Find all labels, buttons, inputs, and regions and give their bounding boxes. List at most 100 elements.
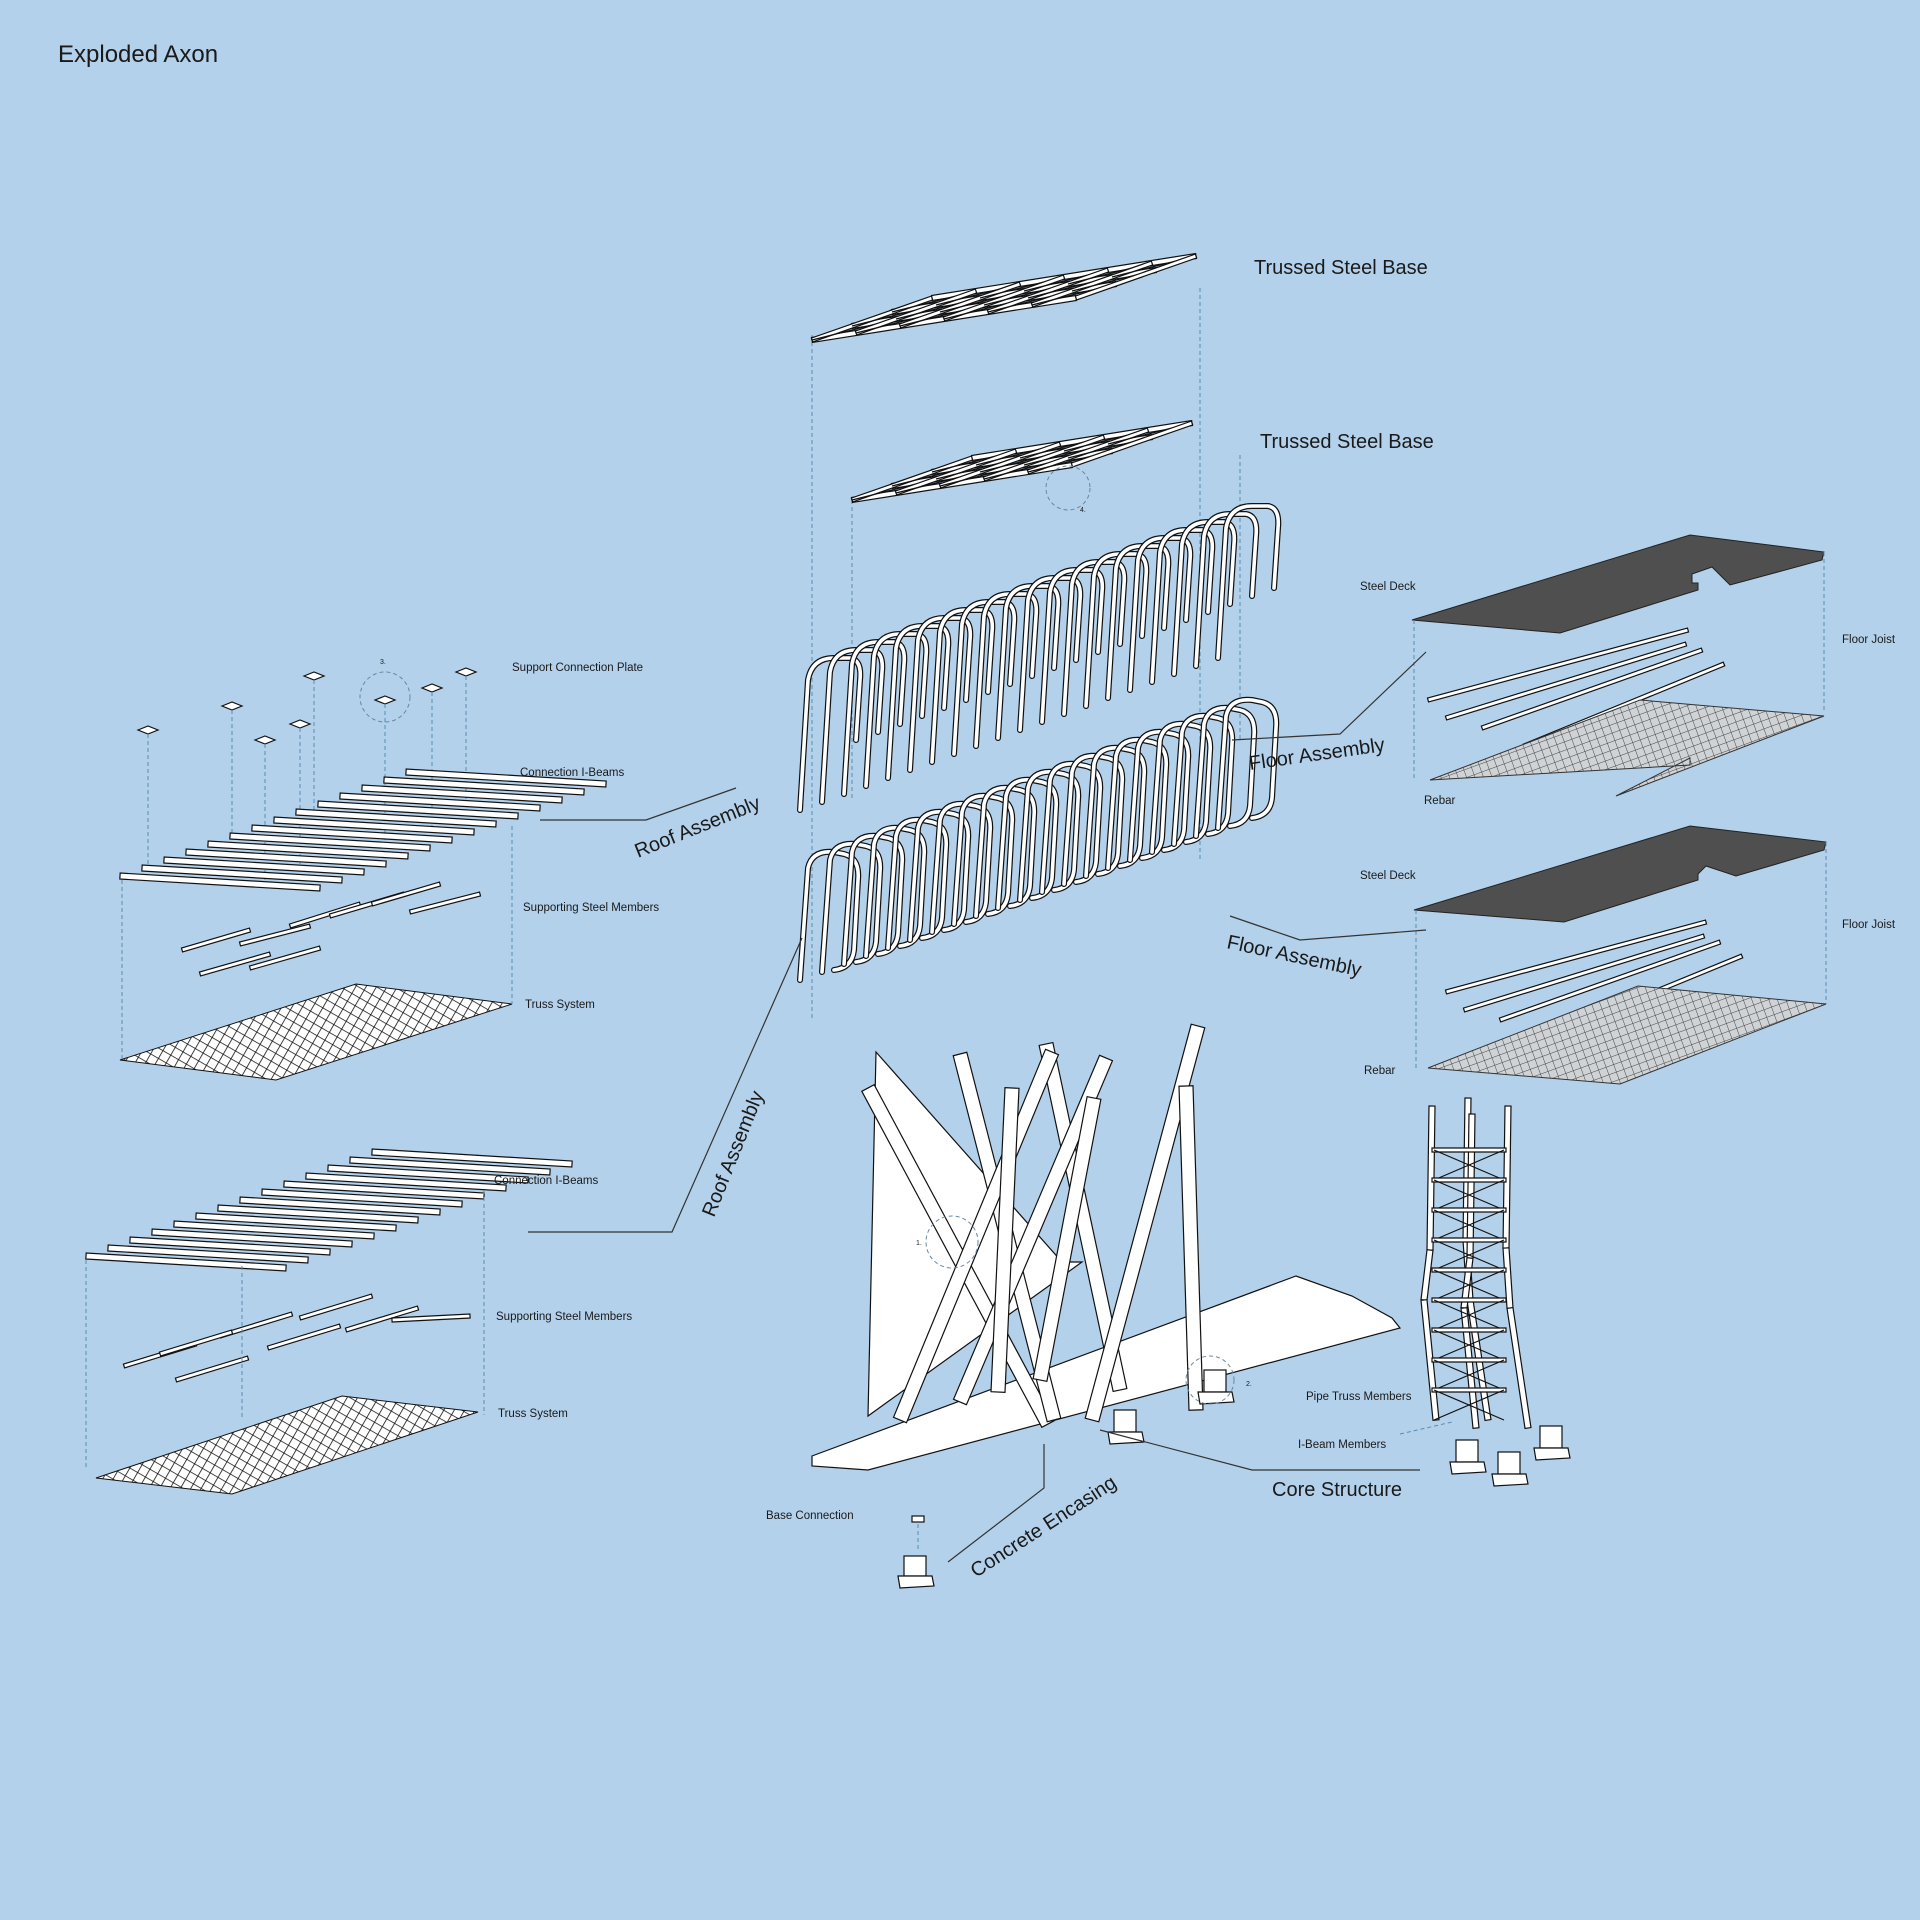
connection-i-beam-upper <box>163 856 365 876</box>
lower-shell-rib <box>864 826 927 958</box>
label-connection-i-beams-2: Connection I-Beams <box>494 1175 598 1187</box>
steel-pipe-column <box>990 1087 1020 1393</box>
footing-base-plate <box>1449 1461 1487 1475</box>
leader-floor-assembly-2 <box>1229 915 1427 941</box>
trussed-steel-base-2-member-web <box>982 434 1106 482</box>
steel-pipe-column <box>1178 1085 1204 1411</box>
label-i-beam-members: I-Beam Members <box>1298 1439 1386 1451</box>
detail-marker-3: 3. <box>380 659 386 666</box>
connection-i-beam-upper <box>119 872 321 892</box>
trussed-steel-base-2-member-web <box>1026 427 1150 475</box>
tower-cross-member <box>1431 1357 1507 1363</box>
upper-shell-rib <box>1084 552 1149 708</box>
lower-shell-rib <box>886 818 949 950</box>
label-supporting-steel-members-1: Supporting Steel Members <box>523 902 659 914</box>
connection-i-beam-lower <box>173 1220 375 1240</box>
lower-shell-rib <box>996 778 1059 910</box>
supporting-steel-member-upper <box>288 901 362 929</box>
leader-roof-assembly-1 <box>540 787 737 821</box>
connection-i-beam-upper <box>141 864 343 884</box>
column-footing <box>1497 1451 1521 1475</box>
lower-shell-rib <box>1040 762 1103 894</box>
upper-shell-rib <box>974 592 1039 748</box>
column-footing <box>1539 1425 1563 1449</box>
truss-system-grid-lower <box>95 1395 479 1495</box>
trussed-steel-base-1-member-web <box>986 267 1110 315</box>
connection-i-beam-lower <box>129 1236 331 1256</box>
label-roof-assembly-1: Roof Assembly <box>632 792 764 862</box>
connection-i-beam-lower <box>239 1196 441 1216</box>
label-supporting-steel-members-2: Supporting Steel Members <box>496 1311 632 1323</box>
lower-shell-rib <box>1018 770 1081 902</box>
tower-pipe-chord <box>1466 1113 1476 1259</box>
footing-base-plate <box>1533 1447 1571 1461</box>
label-floor-joist-1: Floor Joist <box>1842 634 1896 646</box>
label-trussed-steel-base-2: Trussed Steel Base <box>1260 431 1434 453</box>
floor-assembly-lower-group <box>1413 825 1827 1085</box>
trussed-steel-base-2-member-web <box>1070 420 1194 468</box>
lower-shell-rib <box>1194 706 1257 838</box>
steel-pipe-column <box>1038 1041 1128 1393</box>
supporting-steel-member-lower <box>266 1323 342 1351</box>
footing-base-plate <box>1197 1391 1235 1405</box>
detail-marker-2: 2. <box>1246 1381 1252 1388</box>
connection-i-beam-upper <box>207 840 409 860</box>
floor-joist-lower <box>1498 939 1722 1023</box>
support-connection-plate <box>302 671 326 681</box>
label-pipe-truss-members: Pipe Truss Members <box>1306 1391 1412 1403</box>
label-trussed-steel-base-1: Trussed Steel Base <box>1254 257 1428 279</box>
connection-i-beam-lower <box>305 1172 507 1192</box>
lower-shell-rib <box>1172 714 1235 846</box>
connection-i-beam-lower <box>371 1148 573 1168</box>
upper-shell-rib <box>820 648 885 804</box>
trussed-steel-base-bottom: 4. <box>850 419 1241 800</box>
column-footing <box>1203 1369 1227 1393</box>
connection-i-beam-lower <box>107 1244 309 1264</box>
connection-i-beam-upper <box>273 816 475 836</box>
tower-pipe-chord <box>1420 1248 1434 1302</box>
lower-shell-rib <box>1106 738 1169 870</box>
lower-shell-rib <box>820 842 883 974</box>
label-connection-i-beams-1: Connection I-Beams <box>520 767 624 779</box>
tower-pipe-chord <box>1502 1105 1512 1249</box>
support-connection-plate <box>288 719 312 729</box>
upper-shell-rib <box>864 632 929 788</box>
pipe-truss-tower <box>1420 1097 1532 1430</box>
detail-circle-4 <box>1045 465 1091 511</box>
tower-cross-member <box>1431 1387 1507 1393</box>
lower-shell-rib <box>1084 746 1147 878</box>
floor-joist-upper <box>1426 627 1690 703</box>
support-connection-plate <box>420 683 444 693</box>
tower-cross-member <box>1431 1327 1507 1333</box>
connection-i-beam-upper <box>383 776 585 796</box>
label-floor-joist-2: Floor Joist <box>1842 919 1896 931</box>
connection-i-beam-lower <box>85 1252 287 1272</box>
connection-i-beam-lower <box>349 1156 551 1176</box>
detail-circle-3 <box>359 671 411 723</box>
tower-pipe-chord <box>1506 1306 1532 1430</box>
upper-shell-rib <box>1194 512 1259 668</box>
supporting-steel-member-upper <box>408 891 482 915</box>
steel-deck-lower <box>1413 825 1827 923</box>
upper-shell-rib <box>1216 504 1281 660</box>
support-connection-plate <box>220 701 244 711</box>
connection-i-beam-lower <box>151 1228 353 1248</box>
tower-diagonal-brace <box>1433 1149 1505 1181</box>
lower-shell-rib <box>974 786 1037 918</box>
label-roof-assembly-2: Roof Assembly <box>698 1088 768 1220</box>
connection-i-beam-upper <box>405 768 607 788</box>
lower-shell-rib <box>1128 730 1191 862</box>
upper-shell-rib <box>886 624 951 780</box>
connection-i-beam-upper <box>229 832 431 852</box>
supporting-steel-member-upper <box>180 927 252 953</box>
supporting-steel-member-upper <box>370 881 442 907</box>
upper-shell-rib <box>908 616 973 772</box>
connection-i-beam-lower <box>217 1204 419 1224</box>
tower-cross-member <box>1431 1147 1507 1153</box>
supporting-steel-member-lower <box>391 1313 471 1323</box>
connection-i-beam-upper <box>317 800 519 820</box>
trussed-steel-base-1-member-web <box>1030 260 1154 308</box>
core-structure-group: 1. 2. <box>811 1023 1571 1487</box>
upper-shell-rib <box>798 656 863 812</box>
